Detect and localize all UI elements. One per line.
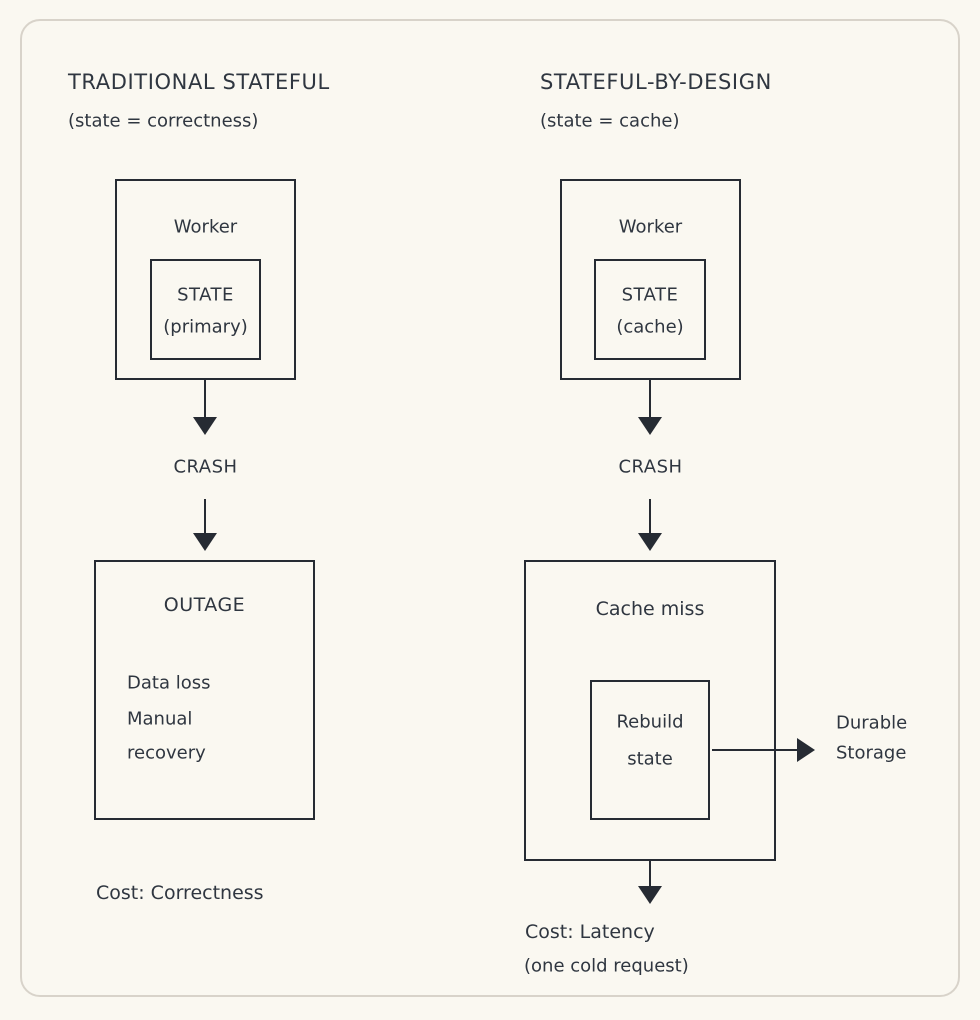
left-outage-line: Manual [127, 708, 193, 730]
left-panel-subtitle: (state = correctness) [68, 110, 259, 132]
right-arrow-crash-to-cachemiss [638, 499, 662, 551]
right-rebuild-line: state [627, 748, 673, 770]
right-arrow-cachemiss-to-cost [638, 861, 662, 904]
left-worker-label: Worker [173, 216, 238, 238]
right-cost-sublabel: (one cold request) [524, 955, 689, 977]
right-arrow-rebuild-to-storage [712, 738, 815, 762]
right-crash-label: CRASH [618, 456, 683, 478]
left-state-sublabel: (primary) [163, 316, 248, 338]
left-crash-label: CRASH [173, 456, 238, 478]
right-panel-title: STATEFUL-BY-DESIGN [540, 70, 772, 94]
arrow-down-icon [638, 417, 662, 435]
left-arrow-crash-to-outage [193, 499, 217, 551]
arrow-right-icon [797, 738, 815, 762]
right-panel-subtitle: (state = cache) [540, 110, 680, 132]
right-cachemiss-title: Cache miss [595, 598, 705, 620]
arrow-shaft [649, 499, 651, 533]
right-durable-line: Storage [836, 742, 907, 764]
left-outage-box [94, 560, 315, 820]
left-state-label: STATE [177, 284, 234, 306]
right-durable-line: Durable [836, 712, 908, 734]
right-rebuild-line: Rebuild [616, 711, 684, 733]
arrow-down-icon [193, 417, 217, 435]
arrow-down-icon [193, 533, 217, 551]
right-state-box [594, 259, 706, 360]
right-worker-box [560, 179, 741, 380]
right-cost-label: Cost: Latency [525, 921, 655, 943]
left-arrow-worker-to-crash [193, 380, 217, 435]
arrow-down-icon [638, 533, 662, 551]
left-state-box [150, 259, 261, 360]
arrow-shaft [649, 861, 651, 886]
left-cost-label: Cost: Correctness [96, 882, 264, 904]
left-panel-title: TRADITIONAL STATEFUL [68, 70, 330, 94]
right-arrow-worker-to-crash [638, 380, 662, 435]
arrow-down-icon [638, 886, 662, 904]
diagram-card [20, 19, 960, 997]
left-outage-title: OUTAGE [163, 594, 246, 616]
left-worker-box [115, 179, 296, 380]
right-state-label: STATE [621, 284, 679, 306]
right-worker-label: Worker [618, 216, 683, 238]
arrow-shaft [649, 380, 651, 417]
right-cachemiss-box [524, 560, 776, 861]
arrow-shaft [204, 380, 206, 417]
left-outage-line: recovery [127, 742, 206, 764]
left-outage-line: Data loss [127, 672, 211, 694]
arrow-shaft [204, 499, 206, 533]
right-rebuild-box [590, 680, 710, 820]
arrow-shaft [712, 749, 797, 751]
right-state-sublabel: (cache) [616, 316, 684, 338]
